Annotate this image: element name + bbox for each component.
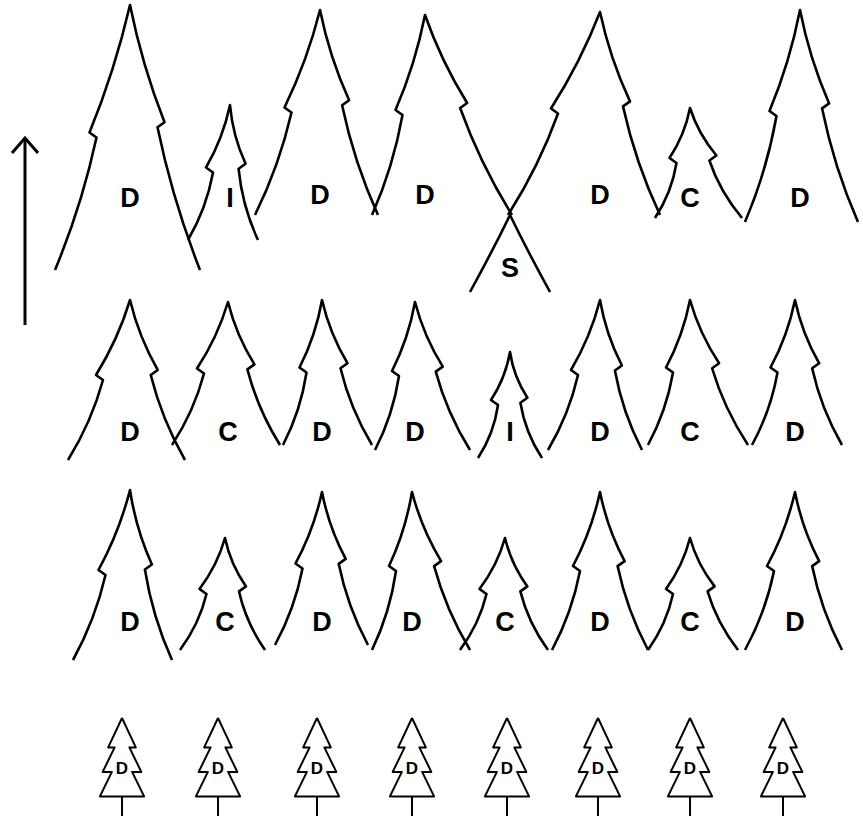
tree-outline-path — [508, 12, 660, 215]
arrow-shaft — [24, 139, 27, 325]
tree-outline-path — [372, 15, 512, 215]
tree-outline-path — [470, 215, 550, 292]
tree-crown: D — [255, 10, 378, 215]
tree-outline-path — [255, 10, 378, 215]
tree-crown: C — [648, 300, 748, 445]
crown-class-letter: C — [495, 608, 515, 637]
crown-class-letter: D — [785, 418, 805, 447]
tree-crown: D — [745, 10, 858, 222]
tree-outline-path — [68, 300, 185, 460]
crown-class-letter: D — [592, 759, 604, 778]
crown-class-letter: C — [680, 608, 700, 637]
tree-outline-path — [655, 108, 742, 218]
crown-class-letter: D — [120, 418, 140, 447]
crown-class-letter: D — [777, 759, 789, 778]
tree-outline-path — [188, 105, 258, 240]
tree-outline-path — [460, 538, 548, 650]
tree-outline-path — [548, 300, 642, 450]
tree-outline-path — [295, 718, 339, 816]
crown-class-letter: D — [311, 759, 323, 778]
seedling-tree: D — [575, 718, 621, 816]
seedling-tree: D — [760, 718, 806, 816]
tree-outline-path — [375, 302, 470, 450]
tree-outline-path — [761, 718, 805, 816]
tree-crown: D — [372, 492, 470, 650]
seedling-tree: D — [389, 718, 435, 816]
tree-outline — [55, 5, 200, 270]
crown-class-letter: D — [402, 608, 422, 637]
seedling-tree: D — [294, 718, 340, 816]
tree-outline — [188, 105, 258, 240]
tree-outline-path — [745, 10, 858, 222]
tree-outline-path — [576, 718, 620, 816]
tree-crown: C — [655, 108, 742, 218]
tree-crown: D — [372, 15, 512, 215]
seedling-tree: D — [99, 718, 145, 816]
crown-class-letter: S — [501, 254, 519, 283]
tree-crown: D — [73, 490, 172, 660]
tree-crown: D — [275, 492, 368, 645]
crown-class-letter: C — [215, 608, 235, 637]
crown-class-letter: D — [116, 759, 128, 778]
crown-class-letter: D — [590, 418, 610, 447]
seedling-tree: D — [195, 718, 241, 816]
tree-crown: C — [460, 538, 548, 650]
tree-outline-path — [180, 538, 265, 650]
crown-class-letter: D — [312, 418, 332, 447]
tree-outline-path — [648, 538, 738, 650]
arrow-head — [12, 138, 38, 153]
crown-class-letter: D — [212, 759, 224, 778]
tree-outline-path — [275, 492, 368, 645]
tree-crown: D — [375, 302, 470, 450]
tree-crown: I — [188, 105, 258, 240]
tree-outline-path — [100, 718, 144, 816]
crown-class-letter: D — [310, 181, 330, 210]
tree-crown: D — [283, 300, 372, 445]
tree-outline — [372, 15, 512, 215]
crown-class-letter: D — [405, 418, 425, 447]
crown-class-letter: C — [218, 418, 238, 447]
crown-class-letter: D — [590, 608, 610, 637]
tree-crown: D — [552, 492, 648, 650]
crown-class-letter: C — [680, 184, 700, 213]
crown-class-letter: D — [590, 181, 610, 210]
tree-crown: C — [180, 538, 265, 650]
crown-class-letter: D — [406, 759, 418, 778]
tree-outline — [508, 12, 660, 215]
tree-crown: D — [548, 300, 642, 450]
tree-outline-path — [552, 492, 648, 650]
crown-class-letter: I — [506, 418, 514, 447]
tree-outline-path — [73, 490, 172, 660]
crown-class-letter: D — [312, 608, 332, 637]
tree-outline-path — [478, 352, 542, 458]
tree-crown: D — [745, 492, 842, 650]
tree-crown: C — [172, 302, 280, 445]
tree-crown: D — [68, 300, 185, 460]
tree-outline-path — [668, 718, 712, 816]
tree-crown: D — [55, 5, 200, 270]
seedling-tree: D — [484, 718, 530, 816]
tree-crown: S — [468, 215, 552, 292]
crown-class-letter: D — [120, 184, 140, 213]
crown-class-letter: D — [790, 184, 810, 213]
crown-class-letter: C — [680, 418, 700, 447]
crown-class-letter: D — [785, 608, 805, 637]
tree-crown: C — [648, 538, 738, 650]
tree-outline-path — [196, 718, 240, 816]
tree-outline-path — [485, 718, 529, 816]
tree-outline-path — [55, 5, 200, 270]
tree-outline-path — [372, 492, 470, 650]
tree-crown: D — [508, 12, 660, 215]
crown-class-letter: I — [226, 184, 234, 213]
tree-crown: I — [478, 352, 542, 458]
crown-class-letter: D — [684, 759, 696, 778]
tree-crown: D — [752, 300, 842, 445]
tree-outline-path — [745, 492, 842, 650]
crown-class-letter: D — [120, 608, 140, 637]
crown-class-letter: D — [501, 759, 513, 778]
tree-outline-path — [390, 718, 434, 816]
seedling-tree: D — [667, 718, 713, 816]
crown-class-letter: D — [415, 181, 435, 210]
